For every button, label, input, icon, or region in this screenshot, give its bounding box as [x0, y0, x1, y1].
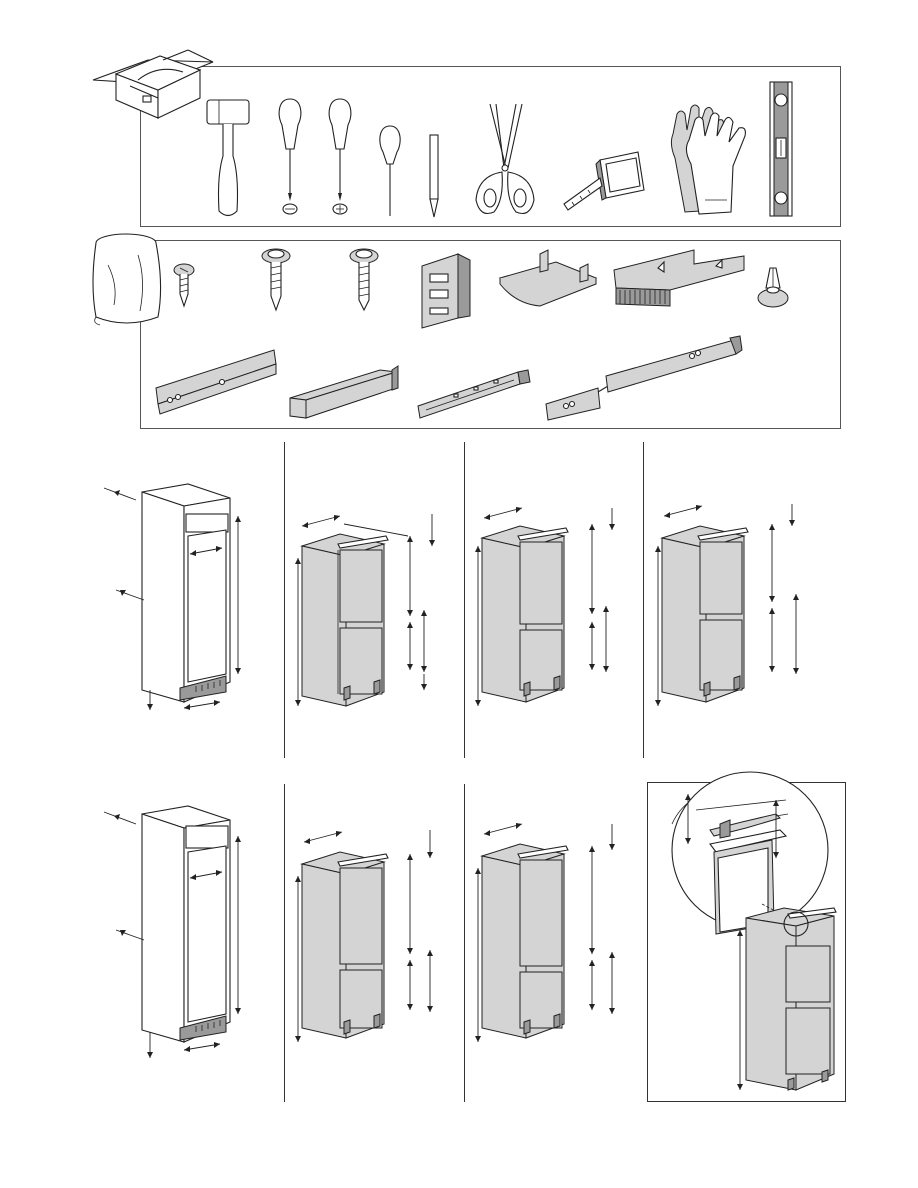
separator-row1-a — [284, 442, 285, 758]
cabinet-niche-icon-bottom — [100, 800, 250, 1062]
hinge-bracket-icon — [418, 250, 478, 330]
washer-screw-icon — [260, 246, 292, 312]
fridge-freezer-icon-e — [474, 820, 624, 1052]
mallet-icon — [203, 96, 253, 221]
separator-row1-c — [643, 442, 644, 758]
plug-icon — [756, 266, 790, 314]
tape-measure-icon — [560, 150, 648, 212]
flat-screwdriver-icon — [275, 97, 305, 219]
fridge-freezer-icon-d — [294, 828, 444, 1054]
cabinet-niche-icon — [100, 478, 250, 720]
separator-row2-b — [464, 784, 465, 1102]
pencil-icon — [426, 133, 442, 219]
magnifier-detail-icon — [650, 784, 844, 1100]
scissors-icon — [472, 100, 538, 218]
awl-icon — [375, 124, 405, 220]
fridge-freezer-icon — [294, 510, 444, 720]
parts-bag-icon — [88, 225, 166, 329]
long-screw-icon — [348, 246, 380, 312]
cover-plate-icon — [496, 244, 600, 314]
slide-rail-icon — [150, 342, 282, 418]
toolbox-icon — [88, 40, 218, 120]
connector-rail-icon — [542, 336, 746, 424]
screw-icon — [172, 262, 196, 308]
grille-icon — [612, 246, 748, 308]
separator-row2-a — [284, 784, 285, 1102]
short-rail-icon — [414, 364, 538, 422]
gloves-icon — [665, 100, 753, 216]
fridge-freezer-icon-c — [654, 502, 804, 712]
phillips-screwdriver-icon — [325, 97, 355, 219]
angle-bar-icon — [286, 364, 406, 424]
fridge-freezer-icon-b — [474, 502, 624, 712]
separator-row1-b — [464, 442, 465, 758]
spirit-level-icon — [766, 80, 796, 218]
